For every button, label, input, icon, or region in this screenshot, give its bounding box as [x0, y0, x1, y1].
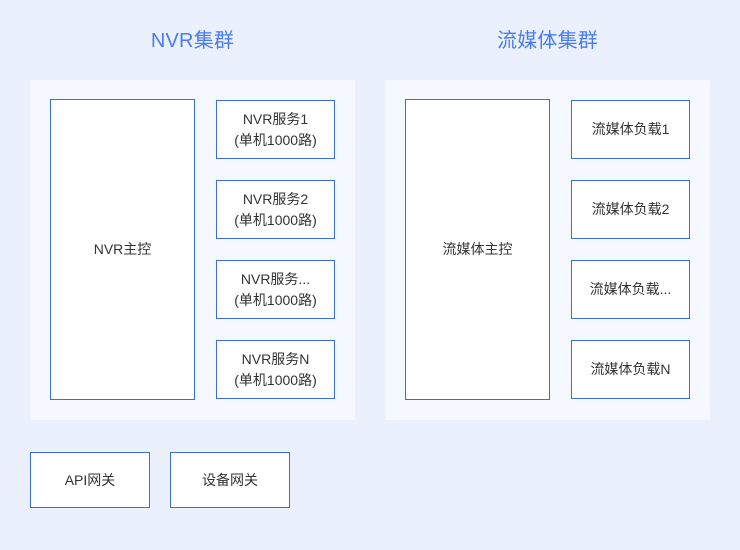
cluster-panel-nvr: NVR主控 NVR服务1 (单机1000路) NVR服务2 (单机1000路) …: [30, 80, 355, 420]
nvr-service-n-title: NVR服务N: [241, 350, 310, 367]
media-load-box-2[interactable]: 流媒体负载2: [571, 180, 690, 239]
api-gateway-label: API网关: [64, 471, 116, 488]
nvr-service-box-ellipsis[interactable]: NVR服务... (单机1000路): [216, 260, 335, 319]
media-load-2-title: 流媒体负载2: [591, 201, 670, 217]
api-gateway-box[interactable]: API网关: [30, 452, 150, 508]
media-load-1-title: 流媒体负载1: [591, 121, 670, 137]
media-master-label: 流媒体主控: [442, 241, 513, 257]
nvr-master-box[interactable]: NVR主控: [50, 99, 195, 400]
cluster-title-media: 流媒体集群: [497, 30, 598, 52]
nvr-service-box-n[interactable]: NVR服务N (单机1000路): [216, 340, 335, 399]
media-master-box[interactable]: 流媒体主控: [405, 99, 550, 400]
device-gateway-box[interactable]: 设备网关: [170, 452, 290, 508]
nvr-master-label: NVR主控: [93, 241, 152, 257]
media-load-ellipsis-title: 流媒体负载...: [589, 281, 672, 297]
nvr-service-ellipsis-capacity: (单机1000路): [234, 291, 317, 308]
nvr-service-1-capacity: (单机1000路): [234, 131, 317, 148]
nvr-service-n-capacity: (单机1000路): [234, 371, 317, 388]
nvr-service-2-title: NVR服务2: [242, 190, 309, 207]
media-load-box-ellipsis[interactable]: 流媒体负载...: [571, 260, 690, 319]
nvr-service-box-2[interactable]: NVR服务2 (单机1000路): [216, 180, 335, 239]
device-gateway-label: 设备网关: [202, 471, 258, 488]
media-load-box-n[interactable]: 流媒体负载N: [571, 340, 690, 399]
cluster-panel-media: 流媒体主控 流媒体负载1 流媒体负载2 流媒体负载... 流媒体负载N: [385, 80, 710, 420]
cluster-title-nvr: NVR集群: [150, 30, 235, 52]
nvr-service-1-title: NVR服务1: [242, 110, 309, 127]
nvr-service-ellipsis-title: NVR服务...: [240, 270, 311, 287]
media-load-n-title: 流媒体负载N: [590, 361, 671, 377]
media-load-box-1[interactable]: 流媒体负载1: [571, 100, 690, 159]
nvr-service-box-1[interactable]: NVR服务1 (单机1000路): [216, 100, 335, 159]
nvr-service-2-capacity: (单机1000路): [234, 211, 317, 228]
